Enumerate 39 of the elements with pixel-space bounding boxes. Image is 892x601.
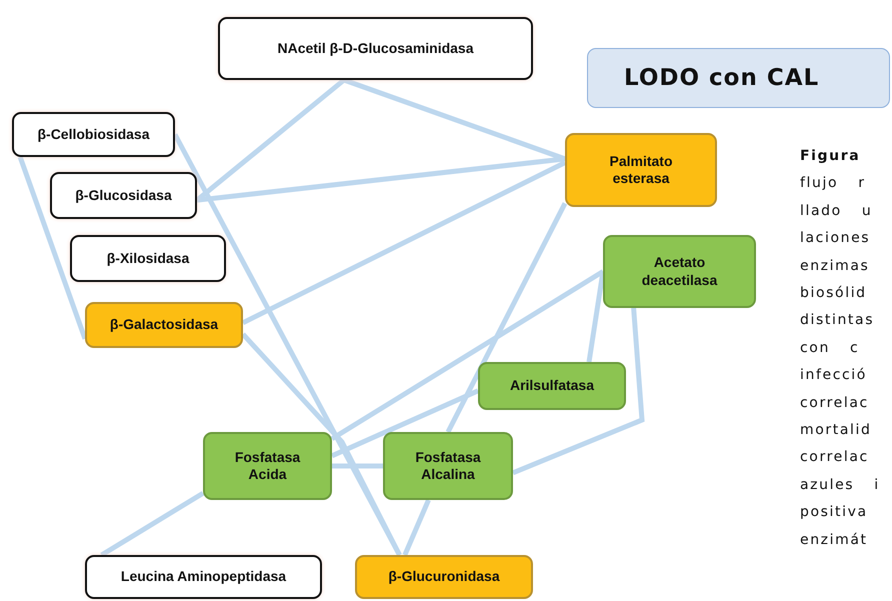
caption-line: azules i (800, 476, 880, 493)
connector-line (18, 156, 88, 340)
caption-line: laciones (800, 230, 870, 246)
connector-line (446, 202, 568, 434)
caption-line: mortalid (800, 422, 872, 438)
caption-line: correlac (800, 449, 869, 466)
caption-line: distintas (800, 312, 874, 328)
caption-line: enzimát (800, 532, 868, 548)
enzyme-box: β-Glucuronidasa (355, 555, 533, 599)
caption-line: llado u (800, 202, 872, 219)
enzyme-box: Fosfatasa Acida (203, 432, 332, 500)
enzyme-box: Palmitato esterasa (565, 133, 717, 207)
enzyme-box: Fosfatasa Alcalina (383, 432, 513, 500)
enzyme-box: β-Galactosidasa (85, 302, 243, 348)
connector-line (330, 269, 604, 441)
connector-line (242, 160, 566, 325)
connector-line (332, 464, 383, 468)
enzyme-box: NAcetil β-D-Glucosaminidasa (218, 17, 533, 80)
connector-line (402, 499, 431, 556)
connector-line (241, 332, 402, 556)
caption-line: positiva (800, 504, 868, 520)
connector-line (330, 388, 480, 458)
enzyme-box: Leucina Aminopeptidasa (85, 555, 322, 599)
caption-line: enzimas (800, 258, 870, 274)
caption-line: correlac (800, 394, 869, 411)
enzyme-box: Arilsulfatasa (478, 362, 626, 410)
enzyme-box: Acetato deacetilasa (603, 235, 756, 308)
caption-line: biosólid (800, 285, 867, 301)
enzyme-box: β-Xilosidasa (70, 235, 226, 282)
caption-line: con c (800, 340, 860, 356)
caption-line: flujo r (800, 175, 866, 192)
connector-line (100, 491, 204, 558)
enzyme-box: β-Glucosidasa (50, 172, 197, 219)
connector-line (196, 156, 566, 203)
caption-heading: Figura (800, 148, 860, 164)
connector-line (512, 308, 645, 476)
title-banner: LODO con CAL (587, 48, 890, 108)
caption-line: infecció (800, 367, 867, 384)
enzyme-box: β-Cellobiosidasa (12, 112, 175, 157)
